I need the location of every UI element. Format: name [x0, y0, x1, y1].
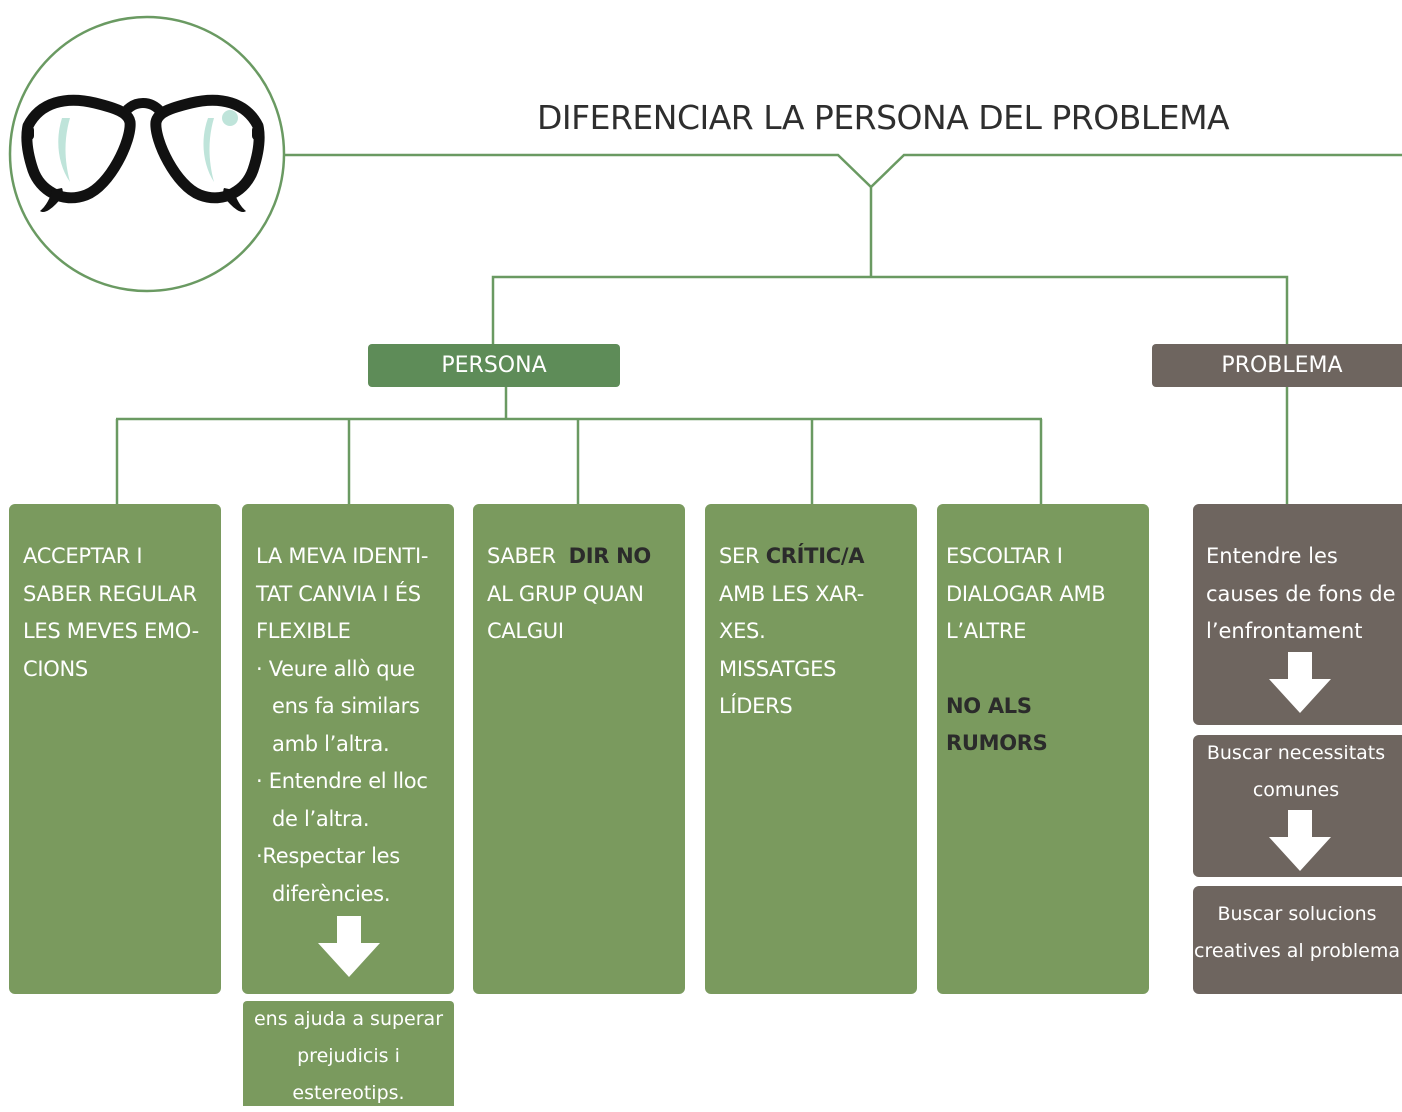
bullet-item: · Entendre el lloc de l’altra.: [256, 769, 428, 831]
step-line: l’enfrontament: [1206, 619, 1363, 643]
card-line: LES MEVES EMO-: [23, 619, 199, 643]
card-line: FLEXIBLE: [256, 619, 351, 643]
step-line: Entendre les: [1206, 544, 1338, 568]
step-line: Buscar solucions: [1217, 903, 1377, 925]
down-arrow-icon: [318, 916, 380, 977]
bullet-item: · Veure allò que ens fa similars amb l’a…: [256, 656, 420, 756]
problema-step-solutions: Buscar solucions creatives al problema: [1193, 886, 1402, 994]
card-text: SER: [719, 544, 760, 568]
down-arrow-icon: [1269, 652, 1331, 713]
card-line: DIALOGAR AMB: [946, 581, 1106, 606]
card-say-no: SABER DIR NO AL GRUP QUAN CALGUI: [473, 504, 685, 994]
card-line: AMB LES XAR-: [719, 581, 865, 606]
persona-header: PERSONA: [368, 344, 620, 387]
card-emphasis: NO ALS RUMORS: [946, 693, 1048, 756]
card-line: ACCEPTAR I: [23, 544, 143, 568]
card-line: CALGUI: [487, 619, 564, 643]
card-identity: LA MEVA IDENTI- TAT CANVIA I ÉS FLEXIBLE…: [242, 504, 454, 994]
glasses-icon: [21, 94, 265, 213]
card-line: ESCOLTAR I: [946, 544, 1063, 568]
card-critical: SER CRÍTIC/A AMB LES XAR- XES. MISSATGES…: [705, 504, 917, 994]
down-arrow-icon: [1269, 810, 1331, 871]
card-emotions: ACCEPTAR I SABER REGULAR LES MEVES EMO- …: [9, 504, 221, 994]
step-line: comunes: [1252, 779, 1340, 801]
card-line: AL GRUP QUAN: [487, 581, 644, 606]
card-line: TAT CANVIA I ÉS: [256, 581, 421, 606]
card-dialogue: ESCOLTAR I DIALOGAR AMB L’ALTRE NO ALS R…: [937, 504, 1149, 994]
card-emphasis: CRÍTIC/A: [765, 544, 865, 568]
card-line: XES.: [719, 619, 766, 643]
bullet-item: ·Respectar les diferències.: [256, 844, 400, 906]
card-text: SABER: [487, 544, 556, 568]
card-line: MISSATGES: [719, 656, 837, 681]
step-line: creatives al problema: [1194, 940, 1400, 962]
step-line: causes de fons de: [1206, 581, 1396, 606]
step-line: Buscar necessitats: [1206, 742, 1386, 764]
card-line: SABER REGULAR: [23, 581, 197, 606]
card-line: L’ALTRE: [946, 619, 1027, 643]
card-emphasis: DIR NO: [568, 544, 652, 568]
problema-header: PROBLEMA: [1152, 344, 1402, 387]
card-line: LA MEVA IDENTI-: [256, 544, 429, 568]
card-line: CIONS: [23, 656, 88, 681]
identity-result: ens ajuda a superar prejudicis i estereo…: [243, 1001, 454, 1106]
diagram-title: DIFERENCIAR LA PERSONA DEL PROBLEMA: [537, 98, 1230, 137]
card-line: LÍDERS: [719, 694, 793, 718]
